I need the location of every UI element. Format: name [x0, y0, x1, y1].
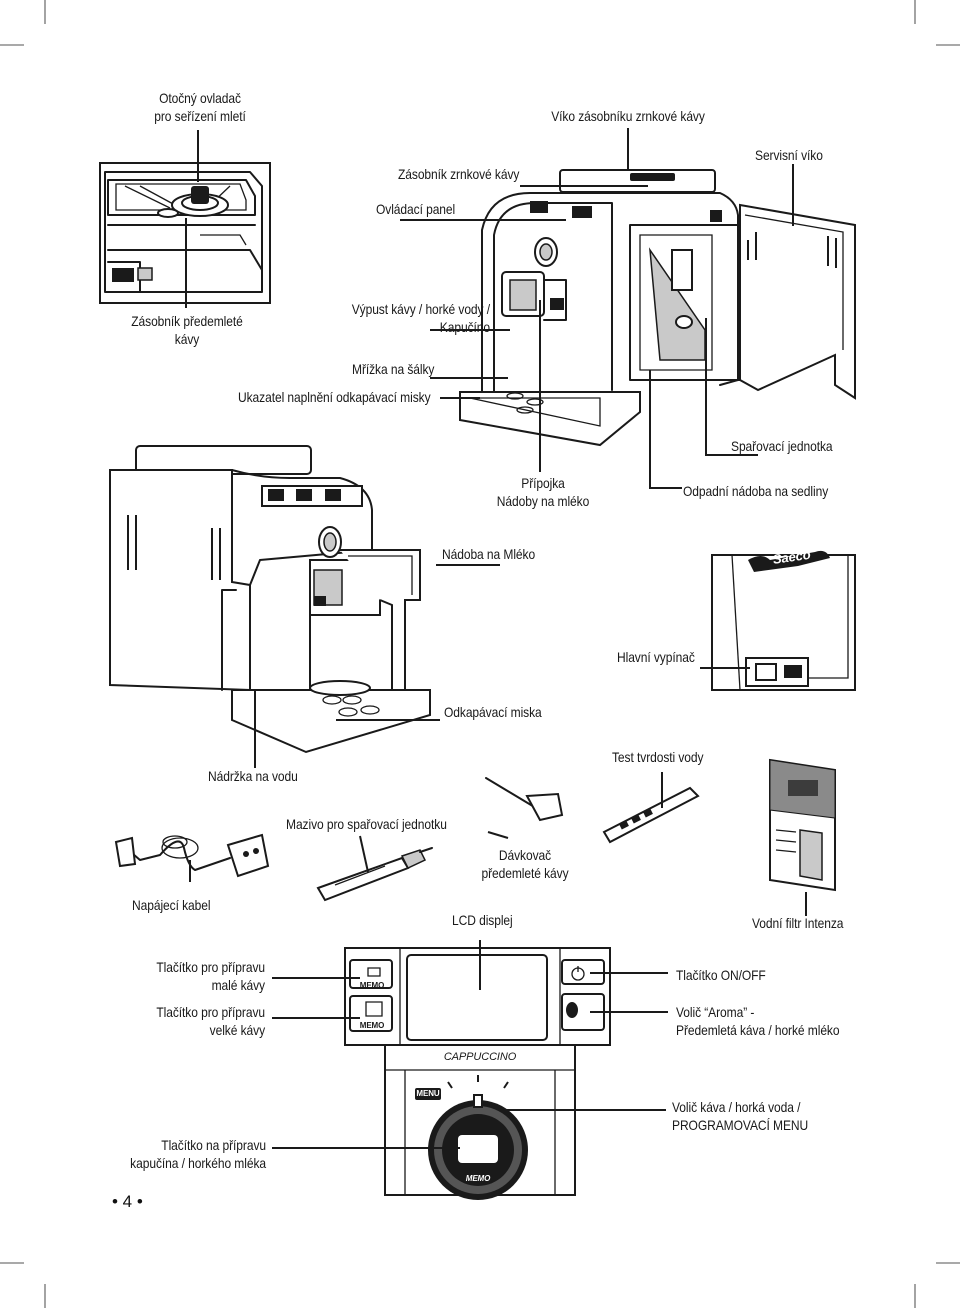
label-grease: Mazivo pro spařovací jednotku [286, 816, 447, 832]
cappuccino-text: CAPPUCCINO [443, 1051, 517, 1063]
accessories-illustration [114, 758, 836, 902]
leader-lines [185, 128, 807, 1149]
label-aroma: Volič “Aroma” - Předemletá káva / horké … [676, 1004, 840, 1038]
label-control-panel: Ovládací panel [376, 201, 456, 217]
machine-open-illustration [459, 169, 856, 447]
label-selector: Volič káva / horká voda / PROGRAMOVACÍ M… [672, 1099, 809, 1133]
label-dispenser: Výpust kávy / horké vody / Kapučíno [351, 301, 490, 335]
label-lcd: LCD displej [452, 912, 513, 928]
control-panel-illustration [344, 947, 611, 1200]
label-large-coffee: Tlačítko pro přípravu velké kávy [156, 1004, 265, 1038]
label-grounds-drawer: Odpadní nádoba na sedliny [683, 483, 829, 499]
label-hardness-test: Test tvrdosti vody [612, 749, 704, 765]
label-drip-tray: Odkapávací miska [444, 704, 542, 720]
label-preground-doser: Zásobník předemleté kávy [131, 313, 243, 347]
machine-back-illustration [711, 550, 856, 691]
label-main-switch: Hlavní vypínač [617, 649, 695, 665]
label-grinder-knob: Otočný ovladač pro seřízení mletí [154, 90, 246, 124]
machine-front-illustration [109, 445, 431, 754]
menu-text: MENU [416, 1089, 440, 1098]
page-number: • 4 • [112, 1192, 143, 1211]
label-water-tank: Nádržka na vodu [208, 768, 298, 784]
memo-large-text: MEMO [359, 1021, 385, 1030]
label-power-cord: Napájecí kabel [132, 897, 211, 913]
label-bean-hopper: Zásobník zrnkové kávy [398, 166, 520, 182]
label-small-coffee: Tlačítko pro přípravu malé kávy [156, 959, 265, 993]
label-milk-carafe: Nádoba na Mléko [442, 546, 536, 562]
label-drip-indicator: Ukazatel naplnění odkapávací misky [238, 389, 431, 405]
label-on-off: Tlačítko ON/OFF [676, 967, 766, 983]
label-bean-lid: Víko zásobníku zrnkové kávy [551, 108, 705, 124]
label-service-door: Servisní víko [755, 147, 823, 163]
label-brew-group: Spařovací jednotka [731, 438, 833, 454]
memo-small-text: MEMO [359, 981, 385, 990]
label-cappuccino-button: Tlačítko na přípravu kapučína / horkého … [130, 1137, 266, 1171]
memo-dial-text: MEMO [465, 1174, 491, 1183]
label-intenza-filter: Vodní filtr Intenza [752, 915, 844, 931]
label-measuring-scoop: Dávkovač předemleté kávy [481, 847, 569, 881]
label-milk-connector: Přípojka Nádoby na mléko [496, 475, 590, 509]
label-cup-grill: Mřížka na šálky [352, 361, 435, 377]
